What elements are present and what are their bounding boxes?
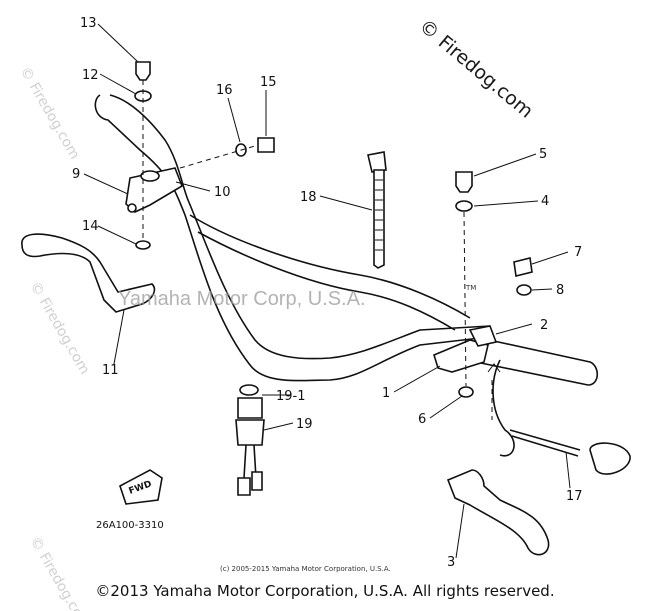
left-lever-holder — [125, 167, 183, 213]
watermark-center: Yamaha Motor Corp, U.S.A. — [118, 288, 366, 310]
callout-1: 1 — [382, 386, 390, 401]
callout-15: 15 — [260, 75, 277, 90]
watermark-tm: TM — [465, 284, 476, 292]
callout-11: 11 — [102, 363, 119, 378]
callout-10: 10 — [214, 185, 231, 200]
callout-6: 6 — [418, 412, 426, 427]
callout-18: 18 — [300, 190, 317, 205]
callout-9: 9 — [72, 167, 80, 182]
engine-stop-switch — [235, 384, 265, 496]
left-bolt-stack — [134, 61, 152, 250]
callout-12: 12 — [82, 68, 99, 83]
callout-17: 17 — [566, 489, 583, 504]
fwd-arrow: FWD — [119, 469, 163, 505]
watermark-faint-left: © Firedog.com — [27, 279, 93, 377]
callout-13: 13 — [80, 16, 97, 31]
callout-16: 16 — [216, 83, 233, 98]
small-copyright: (c) 2005-2015 Yamaha Motor Corporation, … — [220, 565, 391, 573]
right-bolt-stack — [455, 171, 474, 398]
watermark-faint-top: © Firedog.com — [17, 64, 83, 162]
leader-lines — [83, 23, 571, 559]
callout-2: 2 — [540, 318, 548, 333]
clutch-lever — [21, 233, 156, 313]
callout-numbers: 1 2 3 4 5 6 7 8 9 10 11 12 13 14 15 16 1… — [72, 16, 583, 570]
right-lever-holder — [433, 325, 498, 373]
clamp-bolt-15-16 — [179, 137, 275, 169]
callout-8: 8 — [556, 283, 564, 298]
brake-lever — [446, 469, 550, 556]
handlebar — [94, 94, 599, 386]
watermark-corner: © Firedog.com — [415, 15, 537, 123]
callout-4: 4 — [541, 194, 549, 209]
right-clamp-bolt-7-8 — [513, 257, 533, 296]
throttle-assembly — [487, 359, 631, 475]
footer-copyright: ©2013 Yamaha Motor Corporation, U.S.A. A… — [95, 582, 555, 600]
callout-5: 5 — [539, 147, 547, 162]
callout-19: 19 — [296, 417, 313, 432]
callout-19-1: 19-1 — [276, 389, 306, 404]
callout-14: 14 — [82, 219, 99, 234]
callout-7: 7 — [574, 245, 582, 260]
callout-3: 3 — [447, 555, 455, 570]
diagram-code: 26A100-3310 — [96, 520, 164, 531]
cable-strap — [367, 151, 387, 269]
